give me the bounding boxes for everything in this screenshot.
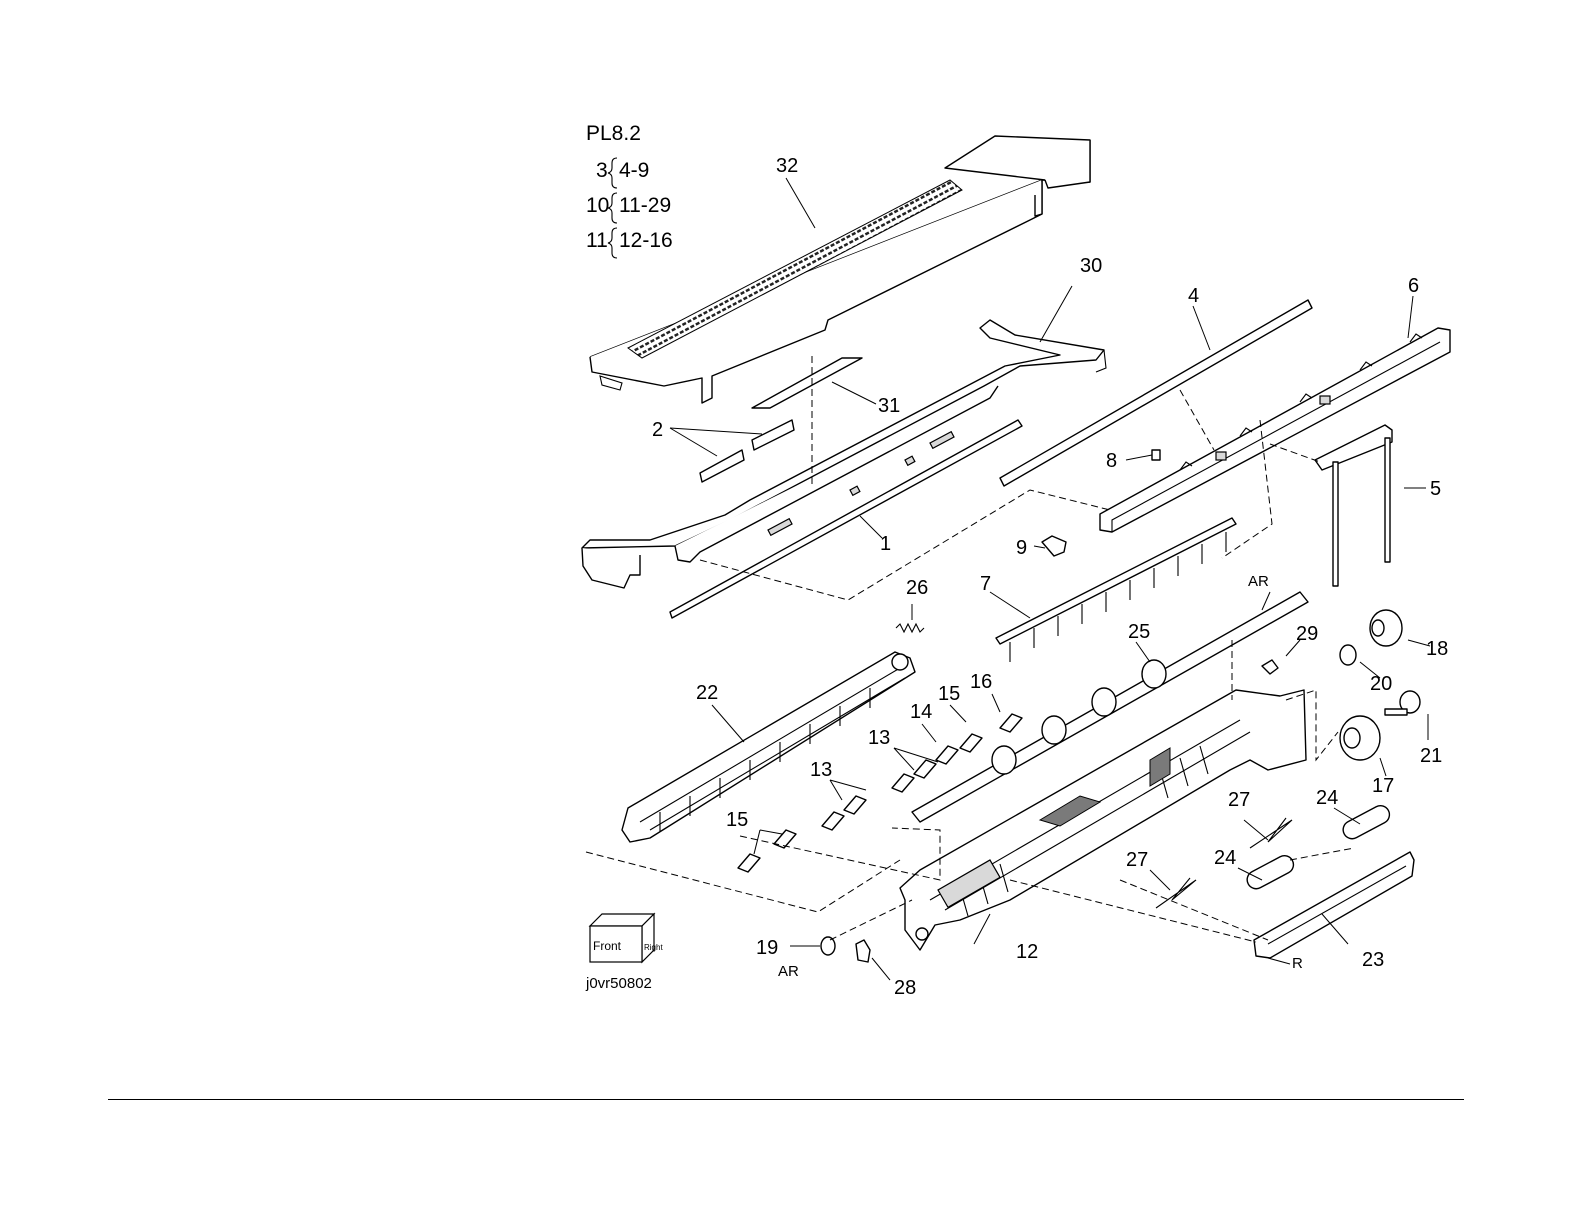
- bearing-part: [821, 937, 835, 955]
- figure-id: j0vr50802: [585, 975, 652, 992]
- group-parent-10: 10: [586, 194, 609, 217]
- spring-part: [896, 624, 924, 632]
- pin-pair-part: [1315, 425, 1392, 586]
- clip-29-part: [1262, 660, 1278, 674]
- callout-21: 21: [1420, 745, 1442, 767]
- callout-18: 18: [1426, 638, 1448, 660]
- callout-9: 9: [1016, 537, 1027, 559]
- callout-31: 31: [878, 395, 900, 417]
- callout-25: 25: [1128, 621, 1150, 643]
- callout-12: 12: [1016, 941, 1038, 963]
- callout-19: 19: [756, 937, 778, 959]
- callout-13b: 13: [810, 759, 832, 781]
- callout-14: 14: [910, 701, 932, 723]
- group-brace-1: [608, 158, 617, 188]
- group-brace-3: [608, 228, 617, 258]
- callout-24a: 24: [1316, 787, 1338, 809]
- group-range-12-16: 12-16: [619, 229, 673, 252]
- brush-strip-part: [996, 518, 1236, 662]
- callout-26: 26: [906, 577, 928, 599]
- callout-23: 23: [1362, 949, 1384, 971]
- cube-right-label: Right: [644, 943, 663, 952]
- callout-13a: 13: [868, 727, 890, 749]
- callout-7: 7: [980, 573, 991, 595]
- bracket-28-part: [856, 940, 870, 962]
- callout-17: 17: [1372, 775, 1394, 797]
- label-a-part: [700, 450, 744, 482]
- spring-27-b: [1250, 818, 1292, 848]
- group-parent-11: 11: [586, 229, 608, 252]
- cube-front-label: Front: [593, 939, 622, 953]
- marker-ar-top: AR: [1248, 573, 1269, 590]
- group-parent-3: 3: [596, 159, 608, 182]
- callout-1: 1: [880, 533, 891, 555]
- plate-number: PL8.2: [586, 122, 641, 145]
- label-b-part: [752, 420, 794, 450]
- callout-16: 16: [970, 671, 992, 693]
- small-label-part: [1152, 450, 1160, 460]
- callout-4: 4: [1188, 285, 1199, 307]
- callout-32: 32: [776, 155, 798, 177]
- callout-6: 6: [1408, 275, 1419, 297]
- clip-part: [1042, 536, 1066, 556]
- orientation-cube-icon: Front Right: [590, 914, 663, 962]
- callout-5: 5: [1430, 478, 1441, 500]
- callout-15a: 15: [938, 683, 960, 705]
- callout-22: 22: [696, 682, 718, 704]
- callout-15b: 15: [726, 809, 748, 831]
- plate-header: PL8.2 3 4-9 10 11-29 11 12-16: [586, 122, 673, 258]
- callout-28: 28: [894, 977, 916, 999]
- callout-27a: 27: [1228, 789, 1250, 811]
- footer-rule: [108, 1099, 1464, 1100]
- callout-27b: 27: [1126, 849, 1148, 871]
- marker-r: R: [1292, 955, 1303, 972]
- guide-rail-part: [1100, 328, 1450, 532]
- callout-30: 30: [1080, 255, 1102, 277]
- label-sheet-part: [752, 358, 862, 408]
- callout-20: 20: [1370, 673, 1392, 695]
- base-frame-part: [900, 690, 1306, 950]
- marker-ar-bottom: AR: [778, 963, 799, 980]
- callout-24b: 24: [1214, 847, 1236, 869]
- callout-2: 2: [652, 419, 663, 441]
- callout-8: 8: [1106, 450, 1117, 472]
- group-range-11-29: 11-29: [619, 194, 671, 217]
- group-range-4-9: 4-9: [619, 159, 649, 182]
- callout-29: 29: [1296, 623, 1318, 645]
